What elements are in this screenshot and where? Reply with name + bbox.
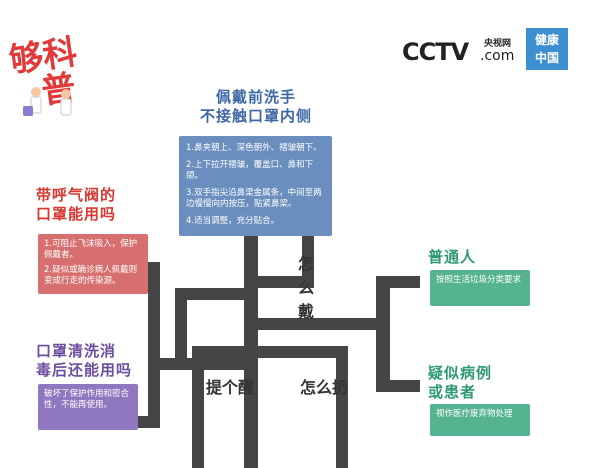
wear-step-2: 2.上下拉开褶皱，覆盖口、鼻和下颌。 bbox=[186, 160, 314, 181]
wear-title-line2: 不接触口罩内侧 bbox=[199, 107, 312, 125]
how-wear-char-3: 戴 bbox=[297, 302, 314, 321]
tips-label: 提个醒 bbox=[206, 378, 255, 397]
suspected-box: 视作医疗废弃物处理 bbox=[430, 404, 530, 436]
branch-upper-right-up bbox=[302, 236, 314, 288]
wear-title-line1: 佩戴前洗手 bbox=[215, 88, 296, 106]
branch-lower-left bbox=[192, 346, 248, 358]
branch-left-up bbox=[148, 262, 160, 370]
logo-graphic: 够科 普 bbox=[7, 32, 80, 116]
valve-box: 1.可阻止飞沫吸入，保护佩戴者。 2.疑似或确诊病人佩戴则变成行走的传染源。 bbox=[38, 234, 148, 294]
branch-left-down bbox=[148, 358, 160, 428]
trunk-vertical bbox=[244, 232, 258, 468]
how-wear-char-2: 么 bbox=[297, 278, 314, 297]
clean-title-line2: 毒后还能用吗 bbox=[36, 361, 133, 379]
branch-mid-connector bbox=[258, 318, 314, 330]
valve-title: 带呼气阀的 口罩能用吗 bbox=[36, 186, 166, 224]
ordinary-box: 按照生活垃圾分类要求 bbox=[430, 270, 530, 306]
jiankang-line1: 健康 bbox=[534, 33, 559, 47]
clean-text: 破坏了保护作用和密合性，不能再使用。 bbox=[44, 389, 130, 410]
valve-item-1: 1.可阻止飞沫吸入，保护佩戴者。 bbox=[44, 239, 138, 260]
how-wear-label: 怎 么 戴 bbox=[296, 252, 316, 324]
valve-title-line1: 带呼气阀的 bbox=[36, 186, 117, 204]
clean-box: 破坏了保护作用和密合性，不能再使用。 bbox=[38, 384, 138, 430]
branch-right-horizontal bbox=[302, 318, 390, 330]
suspected-title-line2: 或患者 bbox=[428, 383, 477, 401]
clean-title: 口罩清洗消 毒后还能用吗 bbox=[36, 342, 166, 380]
branch-lower-right-down bbox=[336, 346, 348, 468]
how-wear-char-1: 怎 bbox=[297, 254, 314, 273]
how-discard-label: 怎么扔 bbox=[300, 378, 349, 397]
branch-lower-left-down bbox=[192, 346, 204, 468]
branch-upper-right bbox=[258, 276, 314, 288]
wear-steps-box: 1.鼻夹朝上、深色朝外、褶皱朝下。 2.上下拉开褶皱，覆盖口、鼻和下颌。 3.双… bbox=[179, 136, 332, 236]
wear-step-3: 3.双手指尖沿鼻梁金属条，中间至两边慢慢向内按压，贴紧鼻梁。 bbox=[186, 188, 322, 209]
branch-upper-left bbox=[175, 288, 245, 300]
wear-title: 佩戴前洗手 不接触口罩内侧 bbox=[176, 88, 336, 126]
jiankang-line2: 中国 bbox=[534, 51, 559, 65]
branch-right-bottom bbox=[376, 380, 420, 392]
branch-lower-right bbox=[258, 346, 348, 358]
wear-step-4: 4.适当调整，充分贴合。 bbox=[186, 216, 280, 226]
valve-item-2: 2.疑似或确诊病人佩戴则变成行走的传染源。 bbox=[44, 265, 138, 286]
branch-upper-left-down bbox=[175, 288, 187, 370]
valve-title-line2: 口罩能用吗 bbox=[36, 205, 117, 223]
suspected-text: 视作医疗废弃物处理 bbox=[436, 409, 513, 419]
wear-step-1: 1.鼻夹朝上、深色朝外、褶皱朝下。 bbox=[186, 143, 322, 153]
jiankang-zhongguo-logo: 健康 中国 bbox=[526, 28, 568, 70]
cctv-logo: CCTV 央视网 .com bbox=[402, 36, 520, 68]
ordinary-text: 按照生活垃圾分类要求 bbox=[436, 275, 522, 285]
svg-text:够科: 够科 bbox=[7, 32, 80, 81]
yangshiwang-text: 央视网 bbox=[484, 39, 512, 49]
branch-left-bottom-stub bbox=[136, 416, 160, 428]
branch-right-top bbox=[376, 276, 420, 288]
clean-title-line1: 口罩清洗消 bbox=[36, 342, 117, 360]
com-text: .com bbox=[480, 48, 515, 64]
cctv-wordmark: CCTV bbox=[402, 38, 469, 66]
logo: 够科 普 bbox=[6, 22, 116, 122]
suspected-title-line1: 疑似病例 bbox=[428, 364, 493, 382]
branch-right-vertical bbox=[376, 288, 390, 390]
svg-text:普: 普 bbox=[39, 68, 78, 112]
suspected-title: 疑似病例 或患者 bbox=[428, 364, 528, 402]
ordinary-title: 普通人 bbox=[428, 248, 477, 266]
